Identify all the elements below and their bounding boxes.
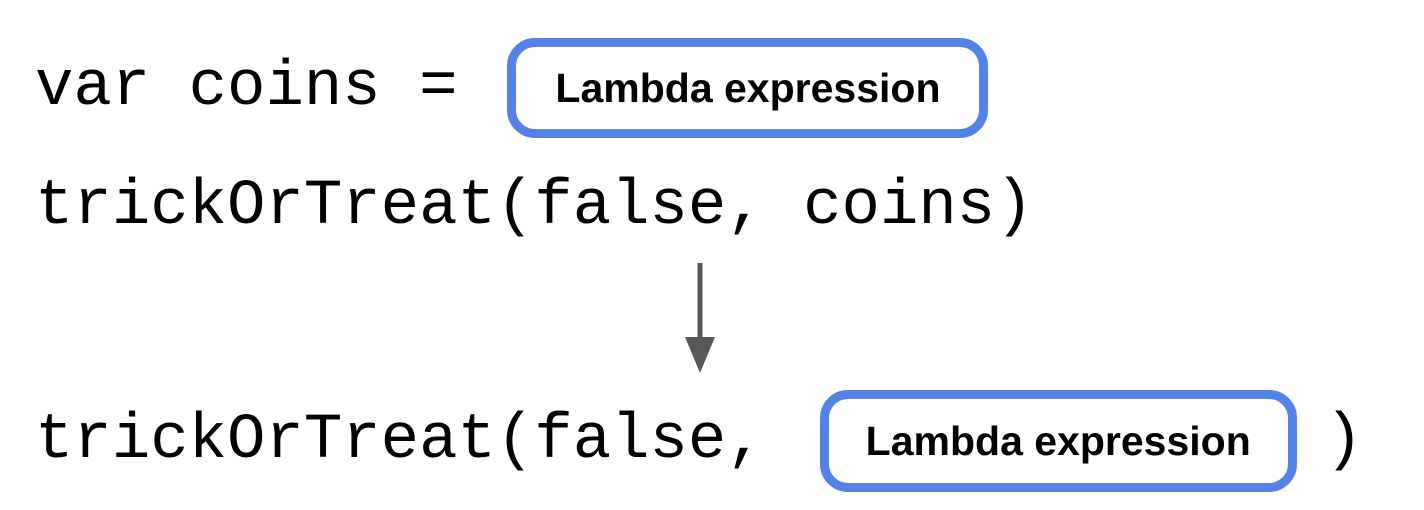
lambda-badge-label: Lambda expression (555, 64, 941, 111)
code-line-call-after: trickOrTreat(false, Lambda expression ) (35, 390, 1363, 492)
lambda-expression-badge: Lambda expression (507, 38, 989, 138)
closing-paren-code: ) (1324, 404, 1364, 477)
assignment-code: var coins = (35, 51, 458, 124)
call-prefix-code: trickOrTreat(false, (35, 404, 765, 477)
code-line-assignment: var coins = Lambda expression (35, 38, 989, 138)
down-arrow-icon (682, 263, 718, 373)
code-line-call-before: trickOrTreat(false, coins) (35, 170, 1034, 245)
lambda-expression-badge: Lambda expression (819, 390, 1297, 492)
function-call-code: trickOrTreat(false, coins) (35, 171, 1034, 243)
lambda-badge-label: Lambda expression (865, 417, 1251, 464)
